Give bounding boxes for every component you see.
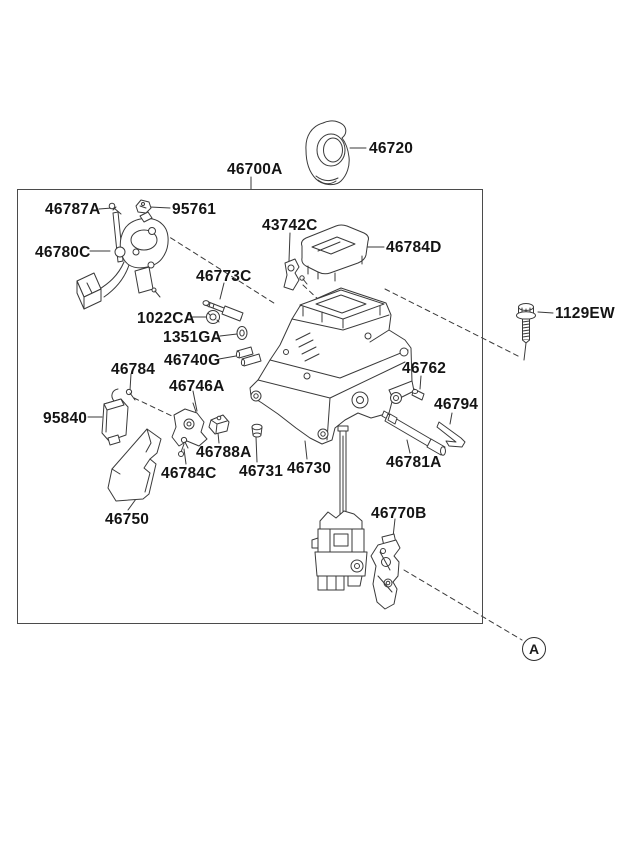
label-46770b: 46770B [371, 505, 427, 522]
part-bracket-plate-46770b [370, 533, 401, 610]
label-46788a: 46788A [196, 444, 252, 461]
label-95840: 95840 [43, 410, 88, 427]
part-bracket-43742c [283, 258, 308, 291]
label-46781a: 46781A [386, 454, 442, 471]
label-46784d: 46784D [386, 239, 442, 256]
label-46773c: 46773C [196, 268, 252, 285]
view-a-marker: A [522, 637, 546, 661]
part-bolt-1129ew [516, 303, 536, 344]
part-lever-shaft-46730 [311, 425, 368, 591]
assembly-boundary-box [17, 189, 483, 624]
part-indicator-panel-46784d [301, 224, 369, 282]
label-46787a: 46787A [45, 201, 101, 218]
part-cover-46750 [107, 428, 162, 502]
label-46780c: 46780C [35, 244, 91, 261]
label-46784: 46784 [111, 361, 156, 378]
label-43742c: 43742C [262, 217, 318, 234]
part-rod-46773c [202, 300, 244, 322]
part-screw-46784 [125, 388, 136, 401]
part-screw-46787a [108, 202, 122, 215]
part-bolt-46784c [180, 436, 189, 449]
label-46794: 46794 [434, 396, 479, 413]
part-control-module-46780c [76, 211, 169, 310]
part-pin-46740g [235, 346, 262, 367]
part-transmitter-95840 [101, 388, 129, 446]
part-rod-46781a [381, 410, 446, 456]
label-46762: 46762 [402, 360, 447, 377]
label-46740g: 46740G [164, 352, 221, 369]
label-46746a: 46746A [169, 378, 225, 395]
label-95761: 95761 [172, 201, 217, 218]
label-knob: 46720 [369, 140, 414, 157]
part-washer-1351ga [236, 326, 248, 340]
label-46784c: 46784C [161, 465, 217, 482]
part-clip-95761 [135, 199, 152, 214]
part-hook-rod-46794 [436, 421, 466, 448]
label-46731: 46731 [239, 463, 284, 480]
label-46730: 46730 [287, 460, 332, 477]
part-bushing-46731 [251, 423, 263, 438]
label-1351ga: 1351GA [163, 329, 222, 346]
leader-lines [87, 147, 554, 538]
label-1022ca: 1022CA [137, 310, 196, 327]
part-main-housing [249, 287, 415, 445]
part-nut-1022ca [206, 310, 220, 324]
view-a-letter: A [528, 641, 540, 657]
part-shift-knob [305, 120, 350, 186]
part-switch-46788a [208, 414, 230, 435]
label-46750: 46750 [105, 511, 150, 528]
label-main-assembly: 46700A [227, 161, 283, 178]
part-pin-46762 [411, 388, 425, 401]
label-1129ew: 1129EW [555, 305, 615, 322]
part-detent-46746a [171, 402, 208, 457]
